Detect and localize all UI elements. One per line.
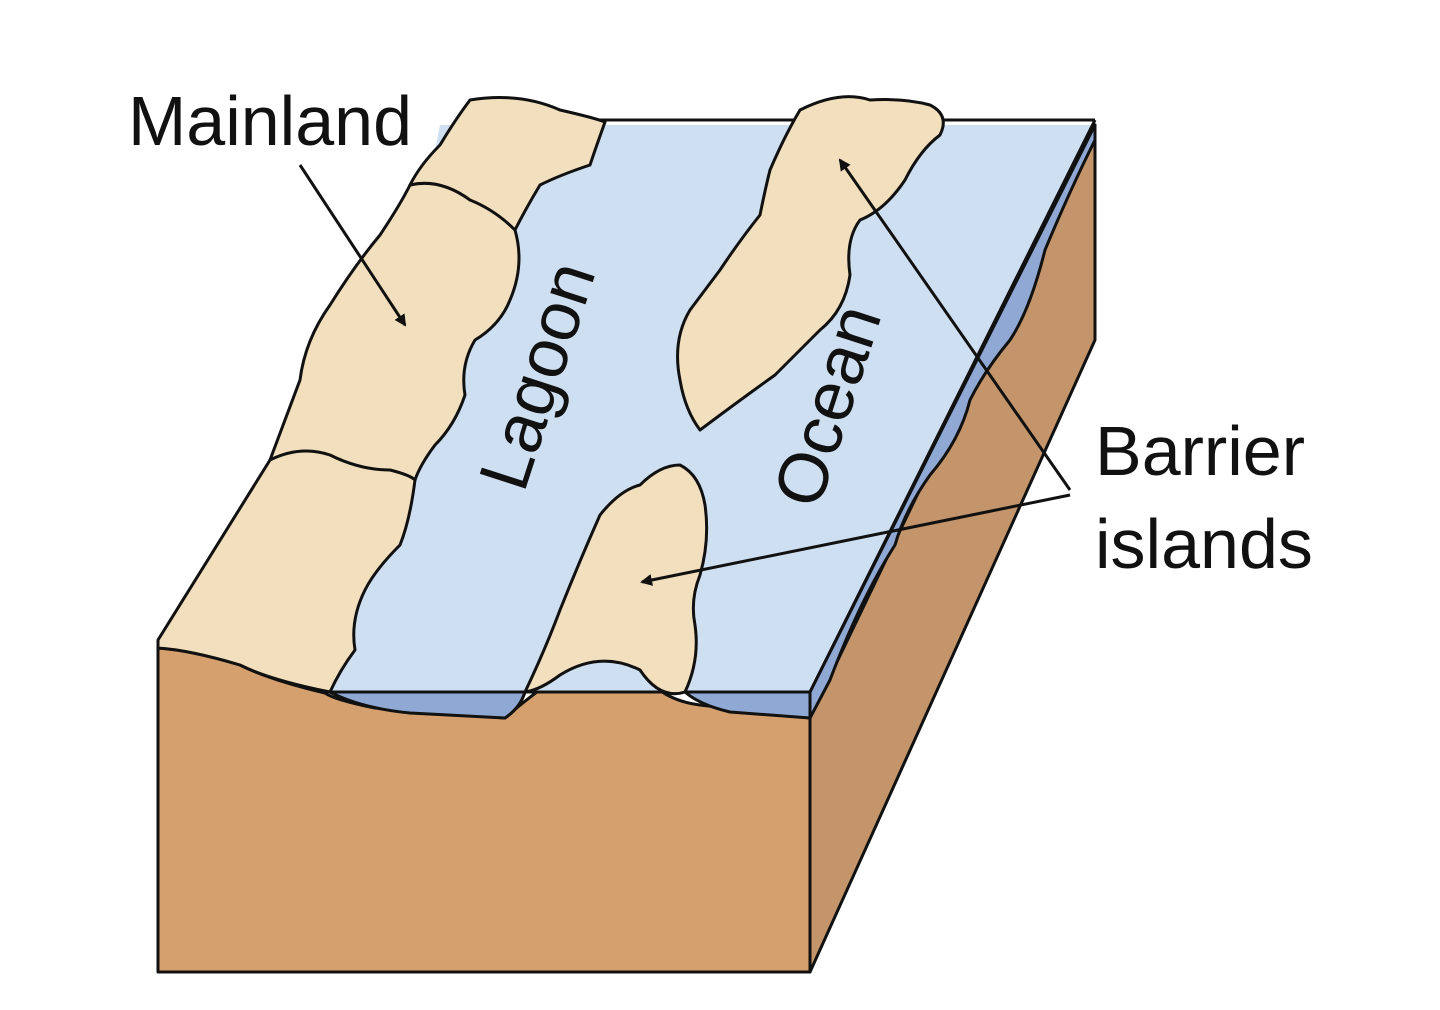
mainland-division-line-1 — [268, 449, 417, 482]
ocean-front-edge — [683, 690, 812, 720]
barrier-islands-label-line1: Barrier — [1095, 412, 1305, 490]
barrier-arrow-upper — [838, 158, 1072, 491]
mainland-arrow — [298, 164, 407, 327]
mainland-label: Mainland — [128, 82, 412, 160]
barrier-arrow-lower — [640, 493, 1071, 586]
barrier-islands-label-line2: islands — [1095, 505, 1313, 583]
lagoon-front-edge — [328, 690, 527, 720]
barrier-island-lower — [523, 463, 709, 696]
barrier-island-upper — [676, 95, 945, 432]
mainland-division-line-2 — [408, 181, 517, 232]
ocean-water-edge — [808, 123, 1097, 720]
